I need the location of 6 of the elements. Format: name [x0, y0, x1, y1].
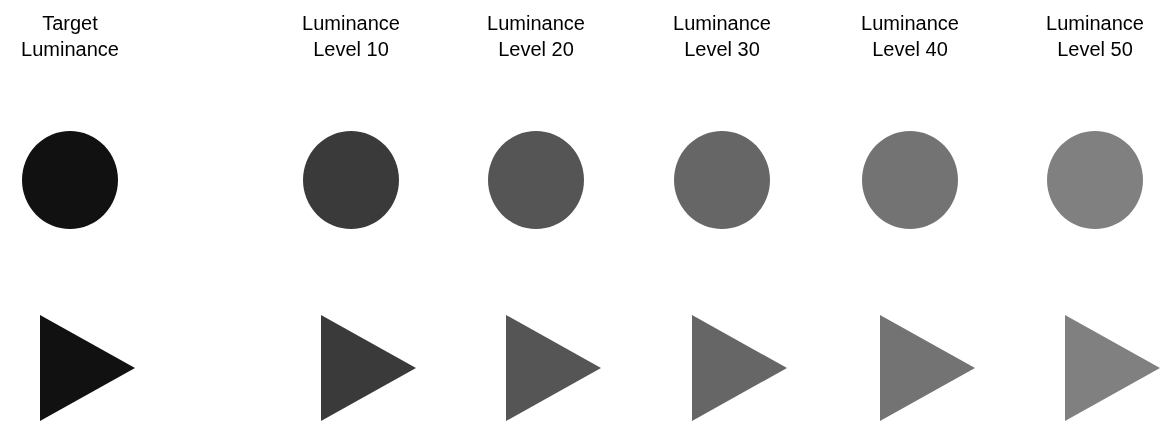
column-heading: Luminance Level 20 [486, 11, 586, 62]
column-heading: Luminance Level 40 [860, 11, 960, 62]
column-heading: Luminance Level 50 [1045, 11, 1145, 62]
column-heading: Target Luminance [20, 11, 120, 62]
column-heading: Luminance Level 10 [301, 11, 401, 62]
column-heading: Luminance Level 30 [672, 11, 772, 62]
